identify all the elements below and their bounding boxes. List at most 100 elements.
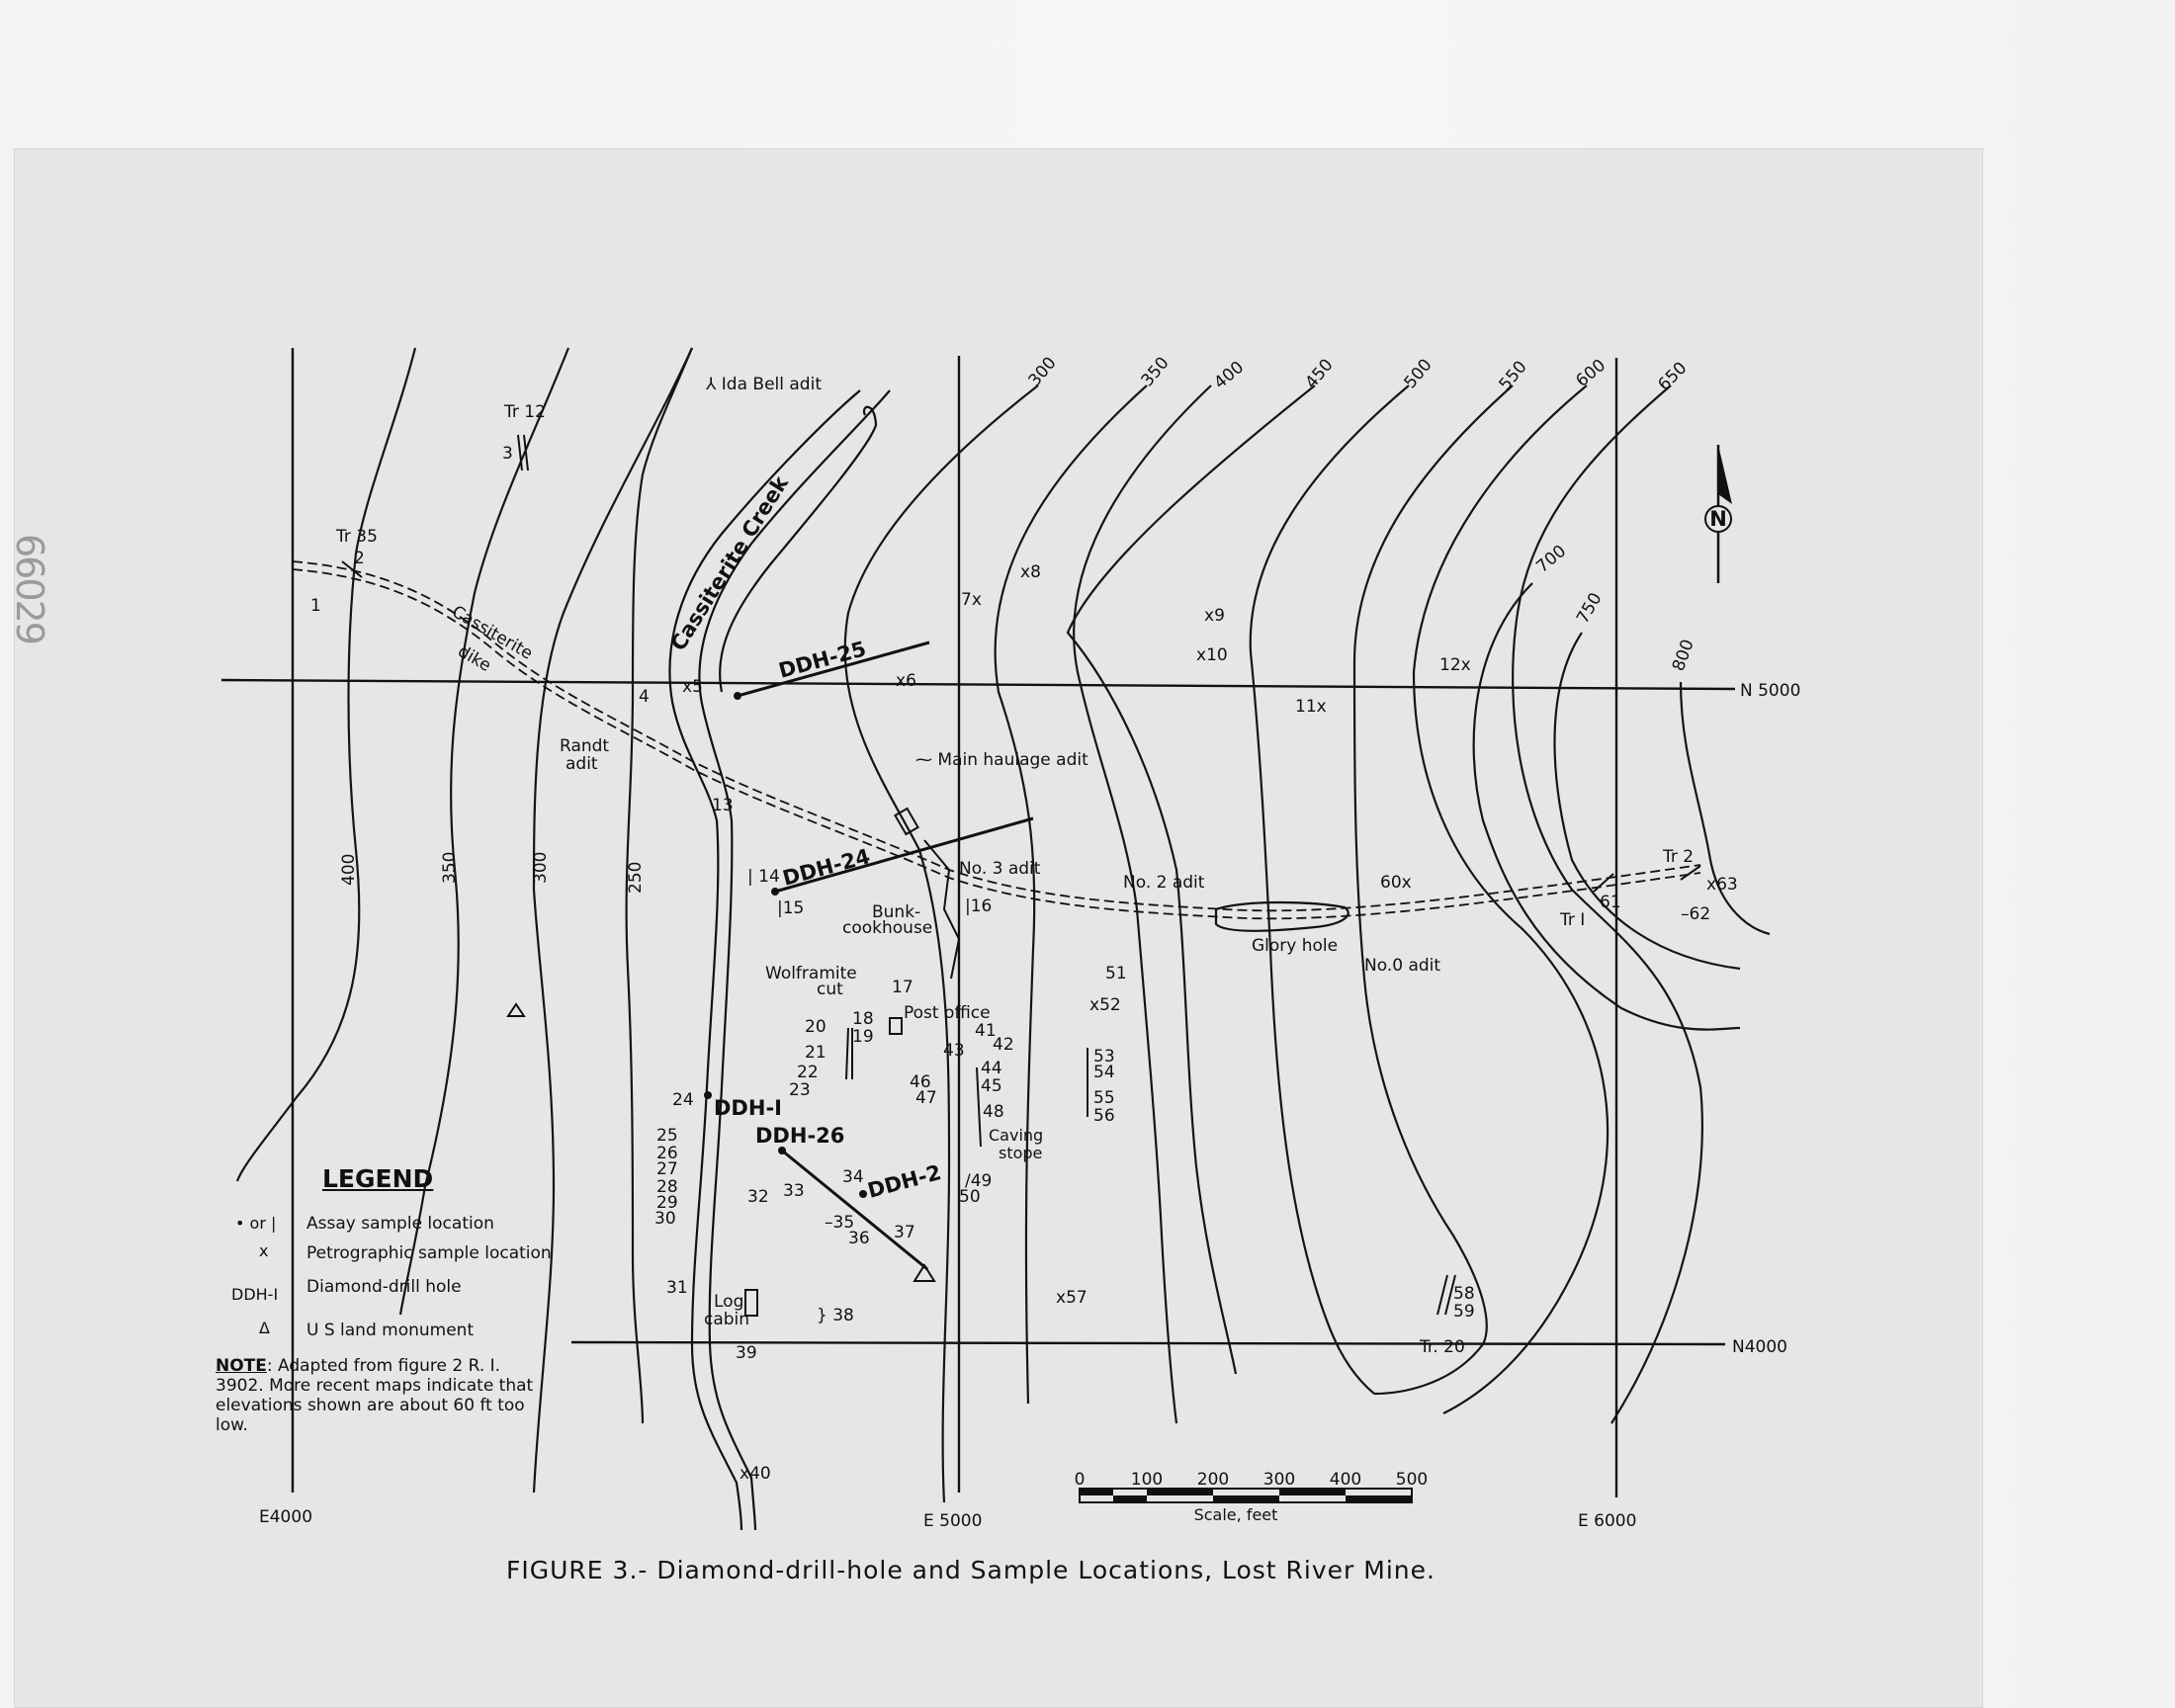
feature-labels: ⅄ Ida Bell adit Cassiterite Creek Cassit… [335, 375, 1694, 1357]
sample-53: 53 [1093, 1047, 1115, 1067]
label-ddh2: DDH-2 [865, 1160, 943, 1203]
label-main-haulage: ⁓ Main haulage adit [915, 750, 1088, 770]
scale-seg-4 [1213, 1495, 1279, 1502]
sample-18: 18 [852, 1009, 874, 1029]
sample-56: 56 [1093, 1106, 1115, 1126]
grid-labels: E4000 E 5000 E 6000 N 5000 N4000 [259, 681, 1800, 1531]
label-ddh26: DDH-26 [755, 1124, 844, 1148]
adit-building [894, 807, 919, 836]
label-ddh1: DDH-I [714, 1096, 782, 1120]
sample-15: |15 [777, 898, 804, 918]
sample-39: 39 [736, 1343, 757, 1363]
label-tr20: Tr. 20 [1419, 1337, 1465, 1357]
sample-32: 32 [747, 1187, 769, 1207]
sample-62: –62 [1681, 904, 1710, 924]
sample-17: 17 [892, 978, 914, 997]
legend-note-text: : Adapted from figure 2 R. I. 3902. More… [216, 1356, 534, 1435]
label-no0: No.0 adit [1364, 956, 1440, 976]
ddh1-collar [704, 1091, 712, 1099]
contour-300 [843, 384, 1039, 1503]
sample-1: 1 [310, 596, 321, 616]
sample-labels: 1 2 3 4 x5 x6 7x x8 x9 x10 11x 12x 13 | … [310, 444, 1738, 1484]
contour-label-700: 700 [1532, 542, 1570, 577]
sample-50: 50 [959, 1187, 981, 1207]
ddh24-collar [771, 888, 779, 896]
tr35-mark [341, 560, 363, 578]
tr12-mark-b [523, 434, 529, 471]
sample-24: 24 [672, 1090, 694, 1110]
ddh26-trace [781, 1149, 928, 1271]
label-randt-1: Randt [560, 736, 609, 756]
label-randt-2: adit [566, 754, 598, 774]
label-n4000: N4000 [1732, 1337, 1787, 1357]
sample-40: x40 [740, 1464, 771, 1484]
contour-label-550: 550 [1496, 357, 1531, 394]
contour-label-650: 650 [1654, 358, 1691, 394]
wolframite-cut-mark [845, 1027, 849, 1080]
sample-11: 11x [1295, 697, 1327, 717]
sample-2: 2 [354, 549, 365, 568]
contour-label-600: 600 [1572, 356, 1610, 391]
contour-label-450: 450 [1302, 355, 1338, 392]
contour-label-w300: 300 [531, 852, 551, 884]
scale-title: Scale, feet [1194, 1505, 1278, 1524]
scale-tick-300: 300 [1263, 1470, 1295, 1490]
caving-stope-line [976, 1067, 982, 1148]
figure-caption: FIGURE 3.- Diamond-drill-hole and Sample… [506, 1556, 1436, 1584]
sample-51: 51 [1105, 964, 1127, 983]
tr1-mark [1593, 873, 1614, 893]
sample-60: 60x [1380, 873, 1412, 893]
north-arrow-ring [1704, 505, 1732, 533]
sample-3: 3 [502, 444, 513, 464]
sample-25: 25 [656, 1126, 678, 1146]
ddh25-collar [734, 692, 741, 700]
sample-44: 44 [981, 1059, 1002, 1078]
sample-49: /49 [965, 1171, 992, 1191]
trench-marks [341, 434, 1701, 1316]
ddh25-trace [737, 640, 930, 698]
label-tr2: Tr 2 [1662, 847, 1694, 867]
legend-symbol-petrographic: x [259, 1241, 269, 1260]
label-wolframite-1: Wolframite [765, 964, 857, 983]
drill-hole-traces [506, 640, 1034, 1282]
north-arrow: N [1704, 445, 1732, 583]
legend-symbol-monument: Δ [259, 1319, 270, 1337]
label-e6000: E 6000 [1578, 1511, 1636, 1531]
sample-13: 13 [712, 796, 734, 815]
contour-lines [843, 384, 1771, 1503]
contour-labels: 300 350 400 450 500 550 600 650 700 750 … [339, 353, 1698, 894]
scale-seg-1 [1080, 1489, 1113, 1495]
contour-label-w250: 250 [626, 862, 646, 894]
contour-450 [1066, 384, 1316, 1375]
haulage-track [923, 839, 961, 980]
sample-20: 20 [805, 1017, 826, 1037]
sample-52: x52 [1089, 995, 1121, 1015]
sample-19: 19 [852, 1027, 874, 1047]
legend-note-head: NOTE [216, 1356, 267, 1376]
sample-63: x63 [1706, 875, 1738, 895]
sample-34: 34 [842, 1167, 864, 1187]
scale-seg-6 [1346, 1495, 1412, 1502]
label-e4000: E4000 [259, 1507, 312, 1527]
creek-loop [719, 405, 878, 693]
creek-bank-east [698, 389, 891, 1531]
sample-6: x6 [896, 671, 916, 691]
legend-symbol-assay: • or | [235, 1214, 277, 1233]
glory-hole [1214, 900, 1349, 932]
log-cabin-building [744, 1289, 758, 1317]
sample-45: 45 [981, 1076, 1002, 1096]
legend-label-drill: Diamond-drill hole [306, 1277, 462, 1297]
structures [744, 807, 1088, 1317]
legend-note: NOTE: Adapted from figure 2 R. I. 3902. … [216, 1356, 542, 1435]
sample-14: | 14 [747, 867, 780, 887]
label-tr1: Tr I [1559, 910, 1585, 930]
label-no3: No. 3 adit [959, 859, 1041, 879]
scale-tick-100: 100 [1131, 1470, 1163, 1490]
monument-west [506, 1002, 526, 1017]
label-log-cabin-2: cabin [704, 1310, 749, 1329]
west-contours [235, 347, 694, 1494]
legend-title: LEGEND [322, 1164, 434, 1193]
contour-label-w400: 400 [339, 854, 359, 886]
label-post-office: Post office [904, 1003, 991, 1023]
label-glory-hole: Glory hole [1252, 936, 1338, 956]
